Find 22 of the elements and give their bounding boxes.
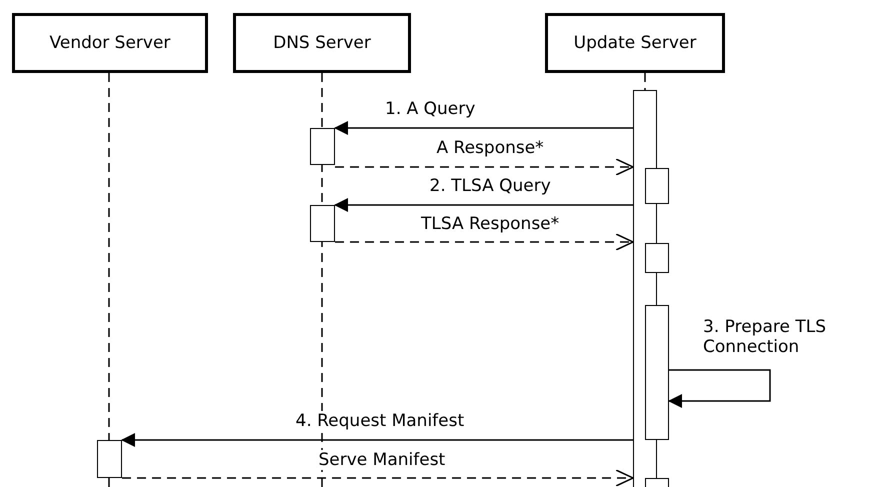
participant-box: Vendor Server bbox=[12, 13, 208, 73]
return-arrow bbox=[122, 469, 634, 487]
edge-label: 2. TLSA Query bbox=[430, 176, 551, 196]
activation-bar bbox=[645, 243, 669, 273]
activation-bar bbox=[310, 128, 335, 165]
edge-label: Serve Manifest bbox=[318, 450, 446, 470]
participant-box: Update Server bbox=[545, 13, 725, 73]
return-arrow bbox=[335, 233, 634, 251]
activation-bar bbox=[645, 168, 669, 204]
edge-label: 4. Request Manifest bbox=[296, 411, 464, 431]
message-arrow bbox=[121, 433, 633, 447]
return-arrow bbox=[335, 158, 634, 176]
edge-label: A Response* bbox=[436, 138, 544, 158]
activation-bar bbox=[645, 305, 669, 440]
edge-label: TLSA Response* bbox=[421, 214, 560, 234]
activation-bar bbox=[97, 440, 122, 478]
activation-bar bbox=[310, 205, 335, 242]
message-arrow bbox=[334, 198, 633, 212]
edge-label: 1. A Query bbox=[385, 99, 476, 119]
participant-box: DNS Server bbox=[233, 13, 411, 73]
message-arrow bbox=[334, 121, 633, 135]
message-arrow bbox=[668, 369, 771, 408]
